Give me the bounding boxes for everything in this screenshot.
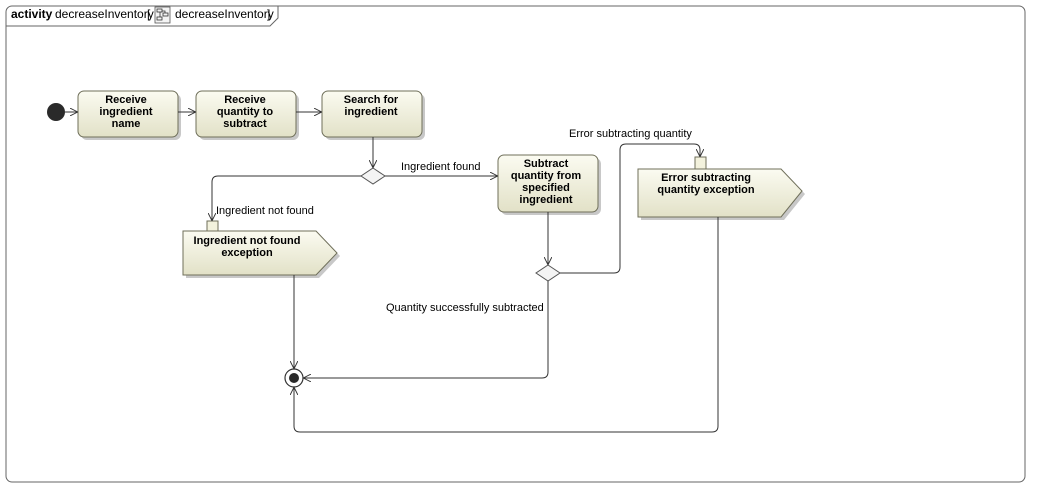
- frame-bracket-close: ]: [267, 7, 270, 21]
- label-line: specified: [522, 182, 570, 194]
- control-flows: [65, 112, 719, 433]
- decision-ingredient-found[interactable]: [360, 167, 386, 185]
- label-line: exception: [221, 247, 273, 259]
- label-line: Ingredient not found: [194, 235, 301, 247]
- activity-behavior-icon: [154, 6, 171, 24]
- frame-activity-name: decreaseInventory: [55, 7, 154, 21]
- frame-behavior-name: decreaseInventory: [175, 7, 274, 21]
- label-line: ingredient: [99, 106, 153, 118]
- label-line: Receive: [105, 94, 147, 106]
- initial-node[interactable]: [47, 103, 65, 121]
- guard-quantity-subtracted: Quantity successfully subtracted: [386, 302, 544, 314]
- input-pin-not-found[interactable]: [206, 220, 219, 232]
- label-line: quantity exception: [657, 184, 754, 196]
- activity-final-node[interactable]: [284, 368, 304, 388]
- frame-title-tab: [6, 6, 279, 27]
- guard-ingredient-not-found: Ingredient not found: [216, 205, 314, 217]
- frame-keyword: activity: [11, 7, 53, 21]
- label-line: Error subtracting: [661, 172, 751, 184]
- label-line: Receive: [224, 94, 266, 106]
- label-line: ingredient: [344, 106, 398, 118]
- edge-success-to-final[interactable]: [304, 281, 549, 378]
- label-line: quantity from: [511, 170, 581, 182]
- guard-error-subtracting: Error subtracting quantity: [569, 128, 692, 140]
- activity-frame: [5, 5, 1026, 483]
- edge-error-to-exception[interactable]: [560, 143, 700, 274]
- edge-error-exception-to-final[interactable]: [294, 217, 719, 433]
- guard-ingredient-found: Ingredient found: [401, 161, 481, 173]
- input-pin-error[interactable]: [694, 156, 707, 170]
- label-line: ingredient: [519, 194, 573, 206]
- label-line: subtract: [223, 118, 267, 130]
- label-line: Search for: [344, 94, 399, 106]
- label-line: Subtract: [524, 158, 569, 170]
- frame-bracket-open: [: [147, 7, 151, 21]
- edge-not-found-to-exception[interactable]: [212, 175, 361, 220]
- label-line: name: [112, 118, 141, 130]
- label-line: quantity to: [217, 106, 273, 118]
